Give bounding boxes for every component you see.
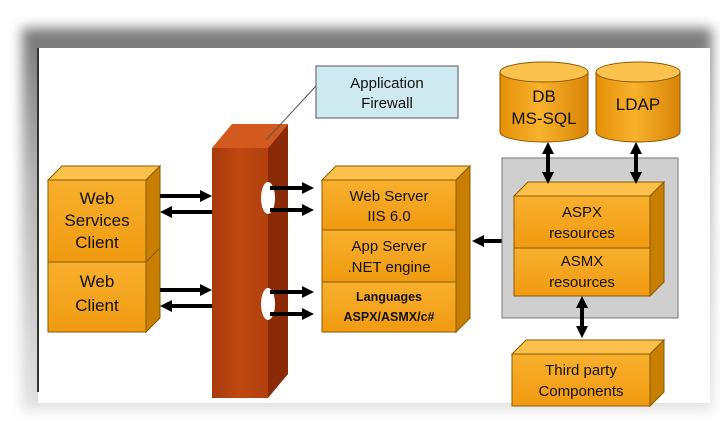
db-ms-sql-cylinder: DB MS-SQL	[499, 61, 589, 143]
web-client-box: Web Client	[47, 246, 161, 334]
asmx-label-1: ASMX	[561, 253, 604, 270]
db-label-2: MS-SQL	[511, 109, 576, 128]
web-server-box: Web Server IIS 6.0	[321, 179, 457, 231]
callout-pointer	[265, 85, 317, 141]
application-firewall-callout: Application Firewall	[315, 65, 459, 119]
app-server-label-2: .NET engine	[347, 259, 430, 276]
web-services-client-label-2: Services	[64, 211, 129, 230]
web-client-label-2: Client	[75, 296, 119, 315]
web-services-client-label-3: Client	[75, 233, 119, 252]
aspx-label-1: ASPX	[562, 204, 602, 221]
languages-box: Languages ASPX/ASMX/c#	[321, 281, 457, 333]
db-label-1: DB	[532, 87, 556, 106]
app-server-box: App Server .NET engine	[321, 229, 457, 283]
third-party-label-2: Components	[538, 383, 623, 400]
web-server-label-1: Web Server	[350, 188, 429, 205]
languages-label-1: Languages	[356, 290, 422, 304]
resources-stack: ASPX resources ASMX resources	[512, 180, 666, 298]
ldap-label: LDAP	[616, 95, 660, 114]
asmx-resources-box: ASMX resources	[513, 247, 651, 297]
third-party-label-1: Third party	[545, 362, 617, 379]
web-services-client-box: Web Services Client	[46, 164, 162, 264]
third-party-components-box: Third party Components	[510, 338, 666, 408]
server-stack: Web Server IIS 6.0 App Server .NET engin…	[320, 164, 472, 334]
firewall-server-arrows	[270, 182, 314, 320]
firewall-wall	[212, 124, 288, 398]
asmx-label-2: resources	[549, 274, 615, 291]
aspx-resources-box: ASPX resources	[513, 195, 651, 249]
app-server-label-1: App Server	[351, 238, 426, 255]
ldap-cylinder: LDAP	[595, 61, 681, 143]
callout-label-1: Application	[350, 75, 423, 92]
web-server-label-2: IIS 6.0	[367, 208, 410, 225]
web-services-client-label-1: Web	[80, 189, 115, 208]
db-resources-arrows	[542, 142, 642, 184]
callout-label-2: Firewall	[361, 95, 413, 112]
client-firewall-arrows	[160, 190, 212, 312]
web-client-label-1: Web	[80, 272, 115, 291]
aspx-label-2: resources	[549, 225, 615, 242]
languages-label-2: ASPX/ASMX/c#	[343, 310, 434, 324]
resources-thirdparty-arrow	[576, 296, 588, 338]
